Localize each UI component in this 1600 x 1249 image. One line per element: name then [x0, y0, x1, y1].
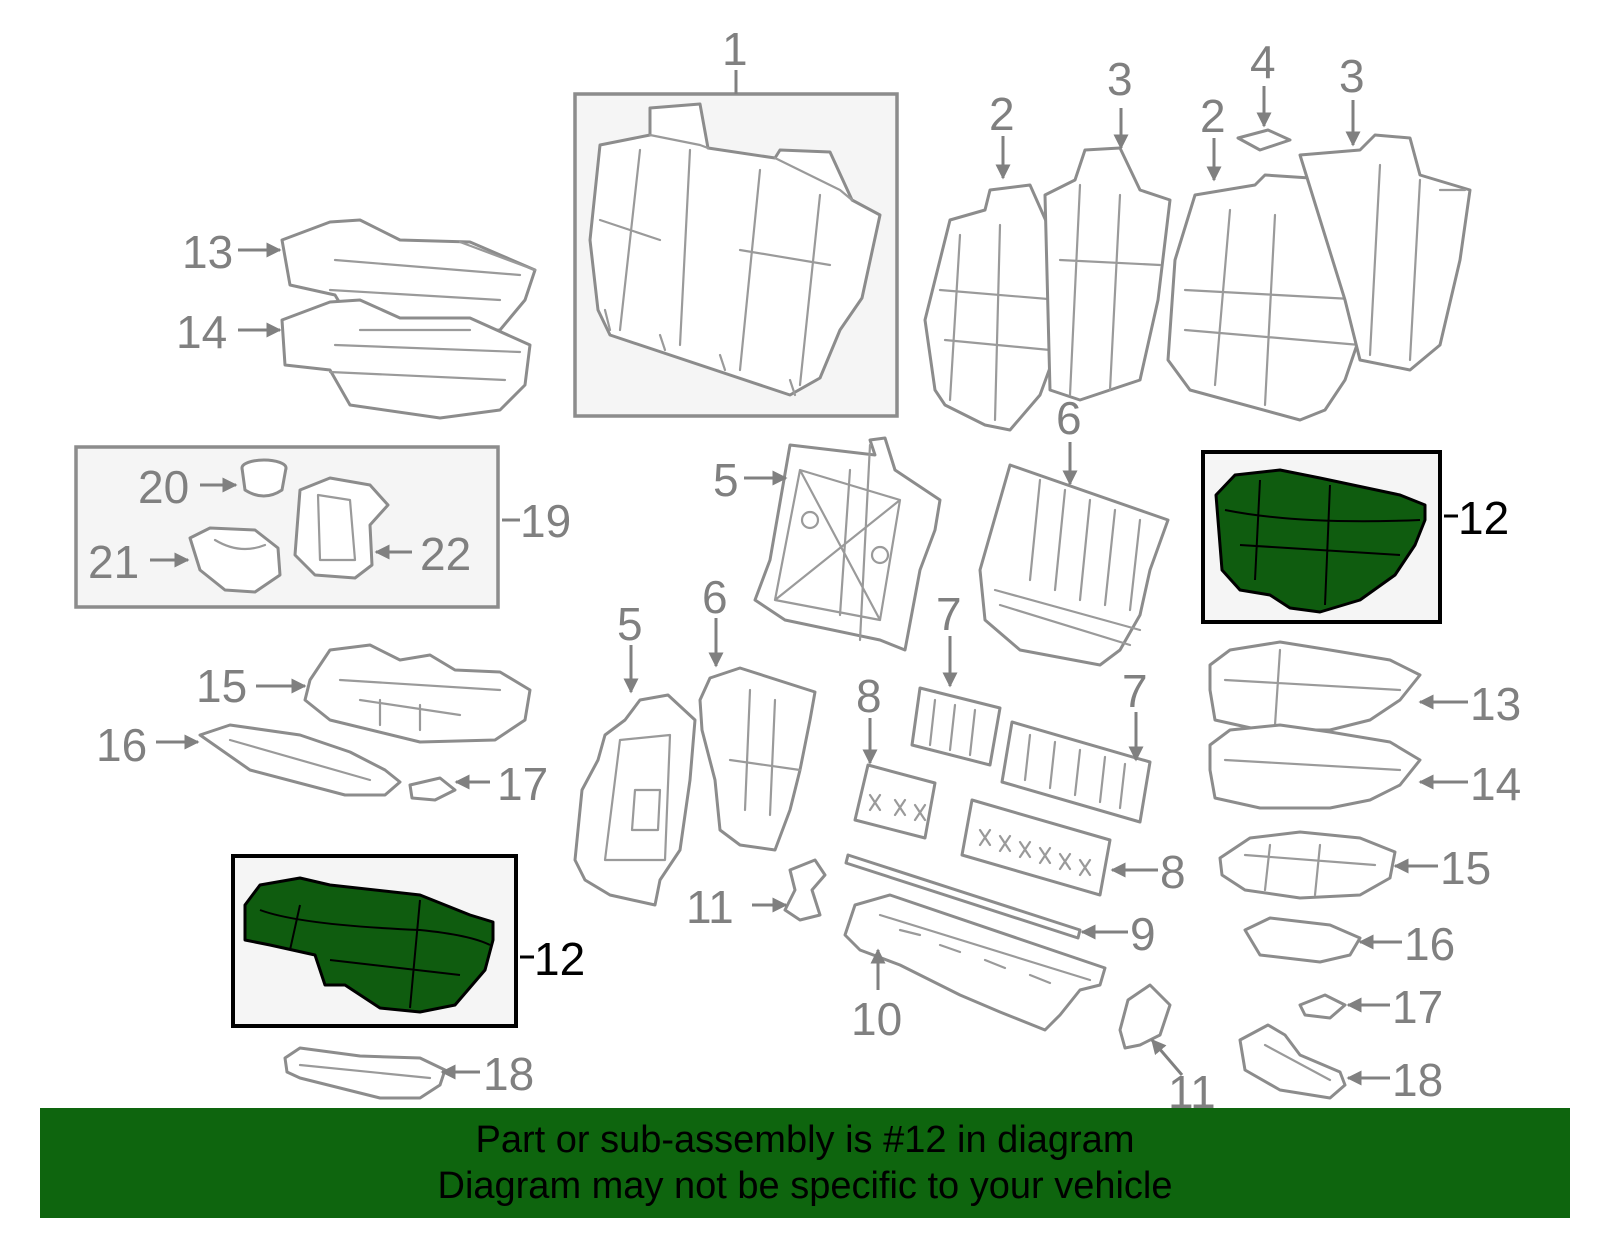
part-17-left-clip[interactable]: [408, 776, 457, 802]
label-14a: 14: [176, 306, 227, 358]
part-12-right-seat-cushion[interactable]: [1201, 450, 1442, 624]
label-5b: 5: [617, 598, 643, 650]
part-5-lower-frame[interactable]: [573, 693, 697, 907]
label-18b: 18: [1392, 1054, 1443, 1106]
part-22-console-bin[interactable]: [293, 476, 390, 580]
part-9-rod[interactable]: [844, 853, 1082, 940]
label-13b: 13: [1470, 678, 1521, 730]
part-2-left-seat-back[interactable]: [923, 183, 1077, 432]
part-8-left-grid[interactable]: [853, 763, 937, 840]
part-4-clip[interactable]: [1236, 128, 1292, 152]
part-13-right-cushion-cover[interactable]: [1208, 640, 1422, 732]
label-8b: 8: [1160, 846, 1186, 898]
label-3b: 3: [1339, 50, 1365, 102]
label-16b: 16: [1404, 918, 1455, 970]
part-17-right-clip[interactable]: [1298, 993, 1347, 1020]
label-20: 20: [138, 461, 189, 513]
part-7-left-spring[interactable]: [910, 686, 1002, 767]
part-1-seat-back-assembly[interactable]: [573, 92, 899, 418]
label-22: 22: [420, 528, 471, 580]
part-10-base-frame[interactable]: [843, 893, 1107, 1032]
label-17a: 17: [497, 758, 548, 810]
label-7b: 7: [1122, 665, 1148, 717]
part-6-lower-panel[interactable]: [698, 666, 817, 852]
label-12a: 12: [534, 933, 585, 985]
part-7-right-spring[interactable]: [1000, 720, 1152, 824]
label-9: 9: [1130, 908, 1156, 960]
part-14-left-cushion-pad[interactable]: [280, 298, 532, 420]
label-11a: 11: [686, 881, 734, 933]
part-11-left-bracket[interactable]: [783, 858, 827, 922]
part-21-cup-tray[interactable]: [188, 526, 282, 594]
label-5a: 5: [713, 454, 739, 506]
label-12b: 12: [1458, 492, 1509, 544]
part-18-right-trim[interactable]: [1238, 1023, 1347, 1100]
part-8-right-grid[interactable]: [960, 798, 1112, 897]
label-6a: 6: [1056, 392, 1082, 444]
label-16a: 16: [96, 719, 147, 771]
label-7a: 7: [936, 588, 962, 640]
part-3-left-seat-back-cover[interactable]: [1043, 146, 1172, 402]
label-15b: 15: [1440, 842, 1491, 894]
label-15a: 15: [196, 660, 247, 712]
label-19: 19: [520, 495, 571, 547]
label-13a: 13: [182, 226, 233, 278]
label-2a: 2: [989, 88, 1015, 140]
part-15-right-cushion-frame[interactable]: [1218, 830, 1397, 900]
label-8a: 8: [856, 670, 882, 722]
label-2b: 2: [1200, 90, 1226, 142]
label-1: 1: [722, 23, 748, 75]
label-17b: 17: [1392, 981, 1443, 1033]
label-18a: 18: [483, 1048, 534, 1100]
part-5-upper-frame[interactable]: [753, 436, 942, 652]
label-14b: 14: [1470, 758, 1521, 810]
part-3-right-seat-back-cover[interactable]: [1298, 133, 1472, 372]
part-11-right-bracket[interactable]: [1118, 983, 1172, 1050]
part-16-right-bracket[interactable]: [1243, 916, 1362, 964]
part-19-console-group[interactable]: [74, 445, 500, 609]
banner-line-2: Diagram may not be specific to your vehi…: [437, 1165, 1173, 1207]
label-4: 4: [1250, 36, 1276, 88]
label-21: 21: [88, 536, 139, 588]
part-14-right-cushion-pad[interactable]: [1208, 723, 1422, 810]
part-15-left-cushion-frame[interactable]: [303, 643, 532, 744]
part-16-left-bracket[interactable]: [198, 723, 402, 797]
label-3a: 3: [1107, 53, 1133, 105]
label-10: 10: [851, 993, 902, 1045]
part-18-left-trim[interactable]: [283, 1046, 447, 1100]
label-6b: 6: [702, 571, 728, 623]
part-6-upper-panel[interactable]: [978, 463, 1170, 667]
info-banner: Part or sub-assembly is #12 in diagram D…: [40, 1108, 1570, 1218]
banner-line-1: Part or sub-assembly is #12 in diagram: [475, 1119, 1135, 1161]
part-12-left-seat-cushion[interactable]: [231, 854, 518, 1028]
part-20-cup-holder[interactable]: [240, 458, 288, 498]
